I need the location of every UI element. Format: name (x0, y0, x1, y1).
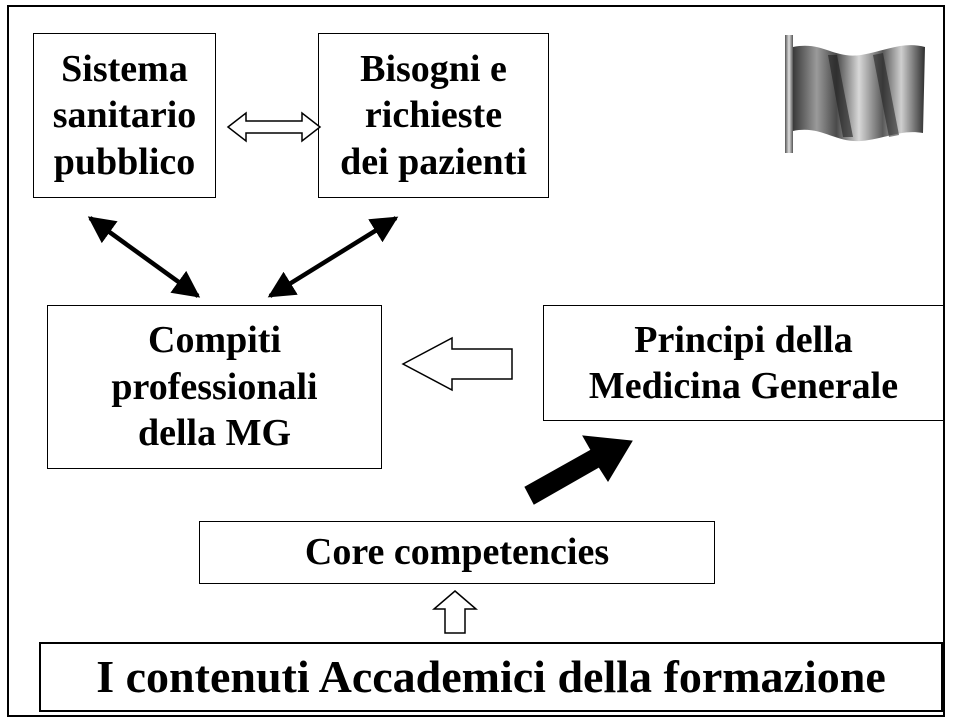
box-principi-label: Principi della Medicina Generale (588, 318, 899, 407)
box-compiti-professionali: Compiti professionali della MG (47, 305, 382, 469)
arrow-core-to-principi (524, 435, 633, 505)
box-sistema-label: Sistema sanitario pubblico (52, 47, 197, 183)
arrow-principi-to-compiti (401, 336, 513, 392)
box-compiti-label: Compiti professionali della MG (111, 319, 318, 455)
arrow-sistema-compiti (87, 216, 201, 298)
box-principi-medicina: Principi della Medicina Generale (543, 305, 944, 421)
double-arrow-outline (226, 111, 322, 143)
arrow-contenuti-to-core (431, 590, 479, 634)
box-sistema-sanitario: Sistema sanitario pubblico (33, 33, 216, 198)
arrow-bisogni-compiti (267, 216, 399, 298)
box-core-competencies: Core competencies (199, 521, 715, 584)
box-bisogni-pazienti: Bisogni e richieste dei pazienti (318, 33, 549, 198)
flag-icon (785, 35, 925, 153)
box-contenuti-accademici: I contenuti Accademici della formazione (39, 642, 943, 712)
box-core-label: Core competencies (304, 531, 610, 574)
box-contenuti-label: I contenuti Accademici della formazione (96, 650, 886, 702)
box-bisogni-label: Bisogni e richieste dei pazienti (340, 47, 527, 183)
slide-frame (7, 5, 945, 717)
